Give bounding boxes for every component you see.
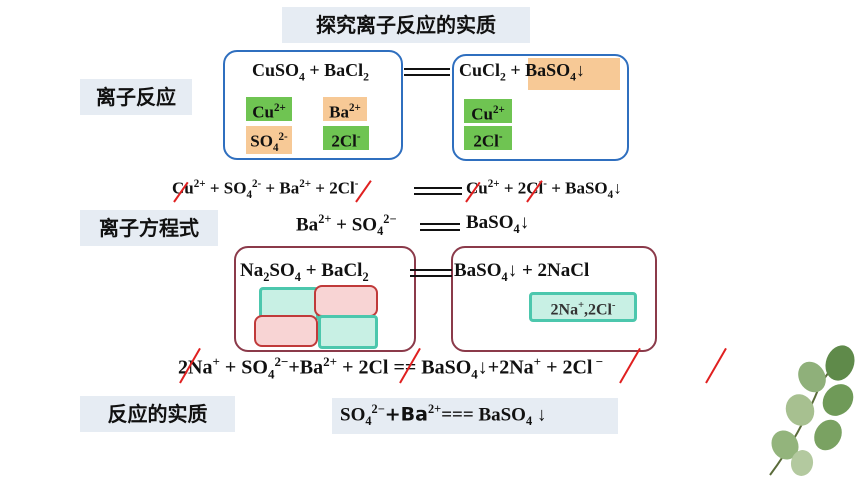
label-essence: 反应的实质 [80,396,235,432]
essence-equation: SO42−+Ba2+=== BaSO4 ↓ [340,402,547,429]
ion-chip-blank [318,315,378,349]
equals-sign [404,68,450,76]
ion-cu-right: Cu2+ [464,99,512,124]
product-box-2 [451,246,657,352]
ion-chip-blank [254,315,318,347]
cancel-mark [705,347,727,384]
equals-sign-3 [420,223,460,231]
label-ionic-reaction: 离子反应 [80,79,192,115]
reaction2-reactants: Na2SO4 + BaCl2 [240,260,369,284]
ion-chip-blank [314,285,378,317]
equals-sign-4 [410,269,452,277]
cancel-mark [619,347,641,384]
ion-ba-left: Ba2+ [323,97,367,122]
ion-cl-left: 2Cl- [323,126,369,151]
essence-equation-box [332,398,618,434]
full-ionic-equation-1-right: Cu2+ + 2Cl- + BaSO4↓ [466,178,622,202]
net-ionic-equation: Ba2+ + SO42− [296,212,397,239]
reactant-box-2 [234,246,416,352]
ion-cu-left: Cu2+ [246,97,292,122]
ion-cl-right: 2Cl- [464,126,512,151]
leaf-decoration-icon [769,345,855,476]
equals-sign-2 [414,187,462,195]
full-ionic-equation-1: Cu2+ + SO42- + Ba2+ + 2Cl- [172,178,359,202]
page-title: 探究离子反应的实质 [282,7,530,43]
reaction2-products: BaSO4↓ + 2NaCl [454,260,590,284]
reaction1-reactants: CuSO4 + BaCl2 [252,60,369,84]
label-ionic-equation: 离子方程式 [80,210,218,246]
reaction1-products: CuCl2 + BaSO4↓ [459,60,585,84]
product-highlight [528,58,620,90]
reactant-box-1 [223,50,403,160]
product-box-1 [452,54,629,161]
ion-so4-left: SO42- [246,126,292,154]
net-ionic-equation-right: BaSO4↓ [466,212,530,236]
full-ionic-equation-2: 2Na+ + SO42−+Ba2+ + 2Cl == BaSO4↓+2Na+ +… [178,354,604,382]
ion-note-nacl: 2Na+,2Cl- [529,292,637,322]
